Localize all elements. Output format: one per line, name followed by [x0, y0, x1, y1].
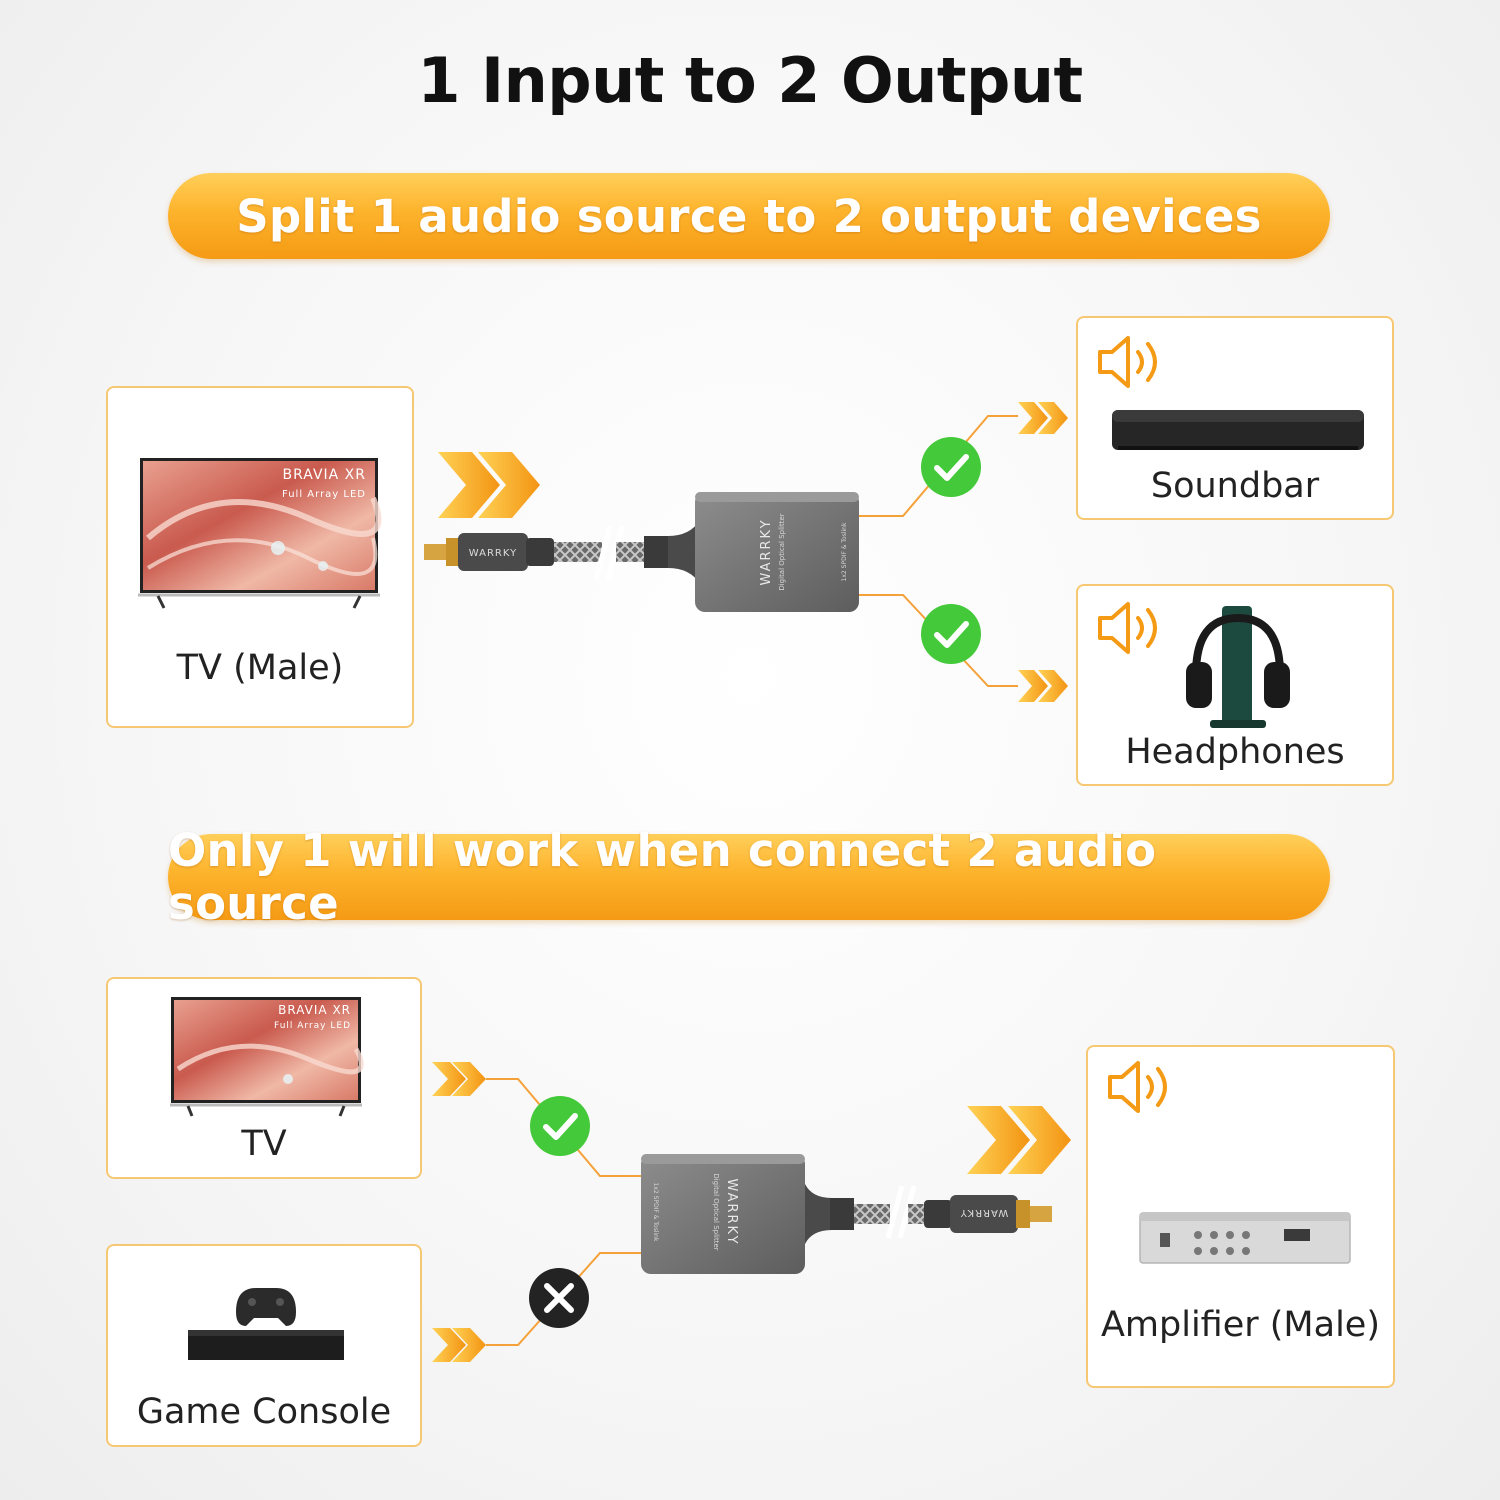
tv-card: BRAVIA XR Full Array LED TV [106, 977, 422, 1179]
amplifier-card: Amplifier (Male) [1086, 1045, 1395, 1388]
check-icon [921, 437, 981, 497]
output-line-headphones [859, 594, 1068, 702]
soundbar-label: Soundbar [1150, 466, 1320, 506]
tv-sub-text: Full Array LED [282, 489, 366, 500]
amplifier-image [1139, 1212, 1351, 1264]
banner-only-one: Only 1 will work when connect 2 audio so… [168, 824, 1330, 930]
input-line-game-console [432, 1252, 642, 1362]
banner-split: Split 1 audio source to 2 output devices [168, 173, 1330, 259]
tv-image: BRAVIA XR Full Array LED [138, 458, 382, 609]
cross-icon [529, 1268, 589, 1328]
cable-brand-text: WARRKY [960, 1207, 1008, 1218]
speaker-icon [1108, 1061, 1167, 1113]
tv-label: TV [241, 1124, 287, 1164]
game-console-image [188, 1288, 344, 1360]
headphones-image [1186, 606, 1290, 728]
speaker-icon [1098, 336, 1157, 388]
optical-splitter: WARRKY Digital Optical Splitter 1x2 SPDI… [695, 492, 859, 612]
soundbar-image [1112, 410, 1364, 450]
splitter-spec-text: 1x2 SPDIF & Toslink [841, 522, 848, 581]
amplifier-label: Amplifier (Male) [1100, 1305, 1380, 1345]
tv-brand-text: BRAVIA XR [278, 1003, 351, 1017]
splitter-brand-text: WARRKY [724, 1178, 739, 1245]
splitter-model-text: Digital Optical Splitter [778, 513, 786, 590]
cable-brand-text: WARRKY [469, 548, 517, 559]
game-console-card: Game Console [106, 1244, 422, 1447]
tv-source-card: BRAVIA XR Full Array LED TV (Male) [106, 386, 414, 728]
tv-image: BRAVIA XR Full Array LED [170, 997, 364, 1117]
game-console-label: Game Console [136, 1392, 392, 1432]
speaker-icon [1098, 602, 1157, 654]
page-title: 1 Input to 2 Output [417, 44, 1083, 117]
tv-brand-text: BRAVIA XR [283, 467, 367, 483]
output-line-soundbar [859, 402, 1068, 517]
headphones-card: Headphones [1076, 584, 1394, 786]
splitter-brand-text: WARRKY [759, 518, 774, 585]
splitter-spec-text: 1x2 SPDIF & Toslink [652, 1183, 659, 1242]
tv-source-label: TV (Male) [176, 648, 344, 688]
headphones-label: Headphones [1125, 732, 1345, 772]
tv-sub-text: Full Array LED [274, 1021, 351, 1031]
soundbar-card: Soundbar [1076, 316, 1394, 520]
check-icon [530, 1096, 590, 1156]
optical-splitter: WARRKY Digital Optical Splitter 1x2 SPDI… [641, 1154, 805, 1274]
optical-cable: WARRKY [424, 520, 700, 584]
optical-cable: WARRKY [805, 1184, 1052, 1244]
check-icon [921, 604, 981, 664]
output-arrow-chevrons [967, 1106, 1071, 1174]
splitter-model-text: Digital Optical Splitter [712, 1173, 720, 1250]
input-arrow-chevrons [438, 452, 540, 518]
